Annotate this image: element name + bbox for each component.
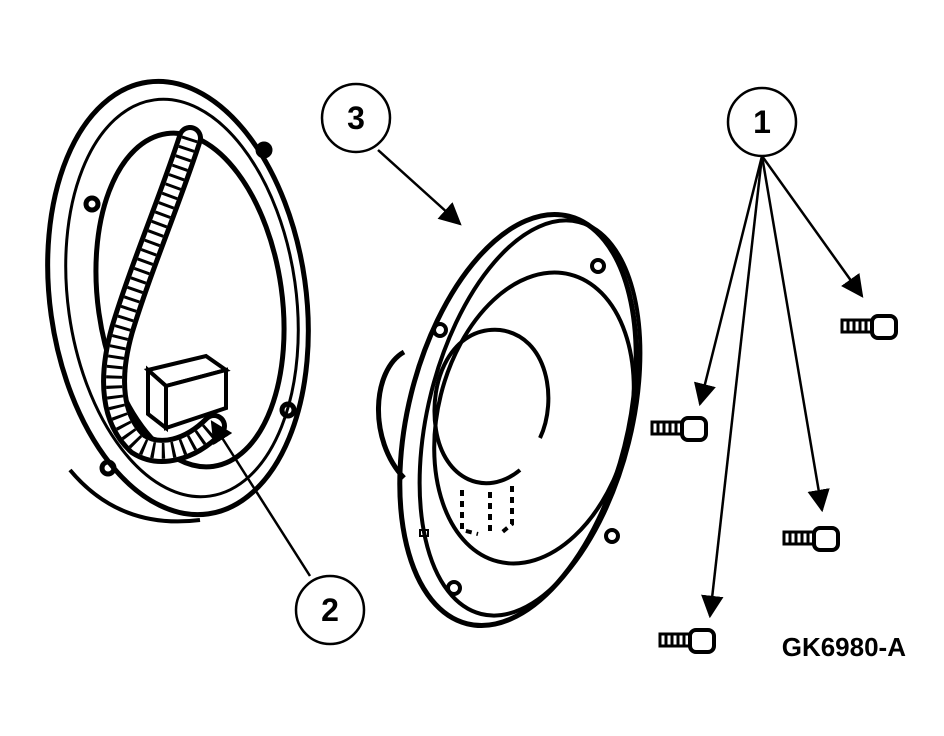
- bracket-edge: [68, 468, 201, 524]
- bracket-hole: [279, 401, 297, 419]
- callout-3: 3: [320, 82, 392, 154]
- speaker-tab: [419, 529, 429, 537]
- bracket-outer-rim: [45, 78, 311, 518]
- leader-lines: [210, 149, 864, 619]
- screw: [650, 416, 708, 442]
- speaker-terminals: [460, 486, 514, 536]
- leader-line-3: [377, 149, 462, 226]
- figure-id-label: GK6980-A: [782, 632, 906, 662]
- callout-2: 2: [294, 574, 366, 646]
- bracket-middle-rim: [64, 97, 300, 499]
- speaker-cone: [432, 327, 551, 486]
- callout-2-number: 2: [321, 592, 339, 628]
- leader-line-1d: [701, 155, 764, 619]
- callout-3-number: 3: [347, 100, 365, 136]
- screw: [782, 526, 840, 552]
- leader-line-2: [210, 420, 312, 577]
- speaker-hole: [604, 528, 620, 544]
- wiring-harness: [101, 125, 227, 464]
- callout-1-number: 1: [753, 104, 771, 140]
- speaker-hole: [446, 580, 462, 596]
- leader-line-1a: [760, 155, 864, 298]
- speaker-frame-front: [417, 218, 643, 618]
- screw: [840, 314, 898, 340]
- bracket-hole: [83, 195, 101, 213]
- leader-line-1c: [760, 155, 830, 513]
- screw: [658, 628, 716, 654]
- speaker-magnet: [376, 349, 406, 480]
- leader-line-1b: [693, 155, 764, 407]
- bracket-inner-opening: [93, 130, 287, 470]
- callout-1: 1: [726, 86, 798, 158]
- speaker-screws: [650, 314, 898, 654]
- bracket-hole: [255, 141, 273, 159]
- bracket-hole: [99, 459, 117, 477]
- speaker-gasket: [432, 270, 636, 566]
- speaker-hole: [432, 322, 448, 338]
- electrical-connector: [143, 353, 231, 433]
- speaker-frame-back: [397, 212, 639, 628]
- speaker-opening-bracket: [45, 78, 311, 524]
- speaker: [376, 212, 643, 628]
- speaker-hole: [590, 258, 606, 274]
